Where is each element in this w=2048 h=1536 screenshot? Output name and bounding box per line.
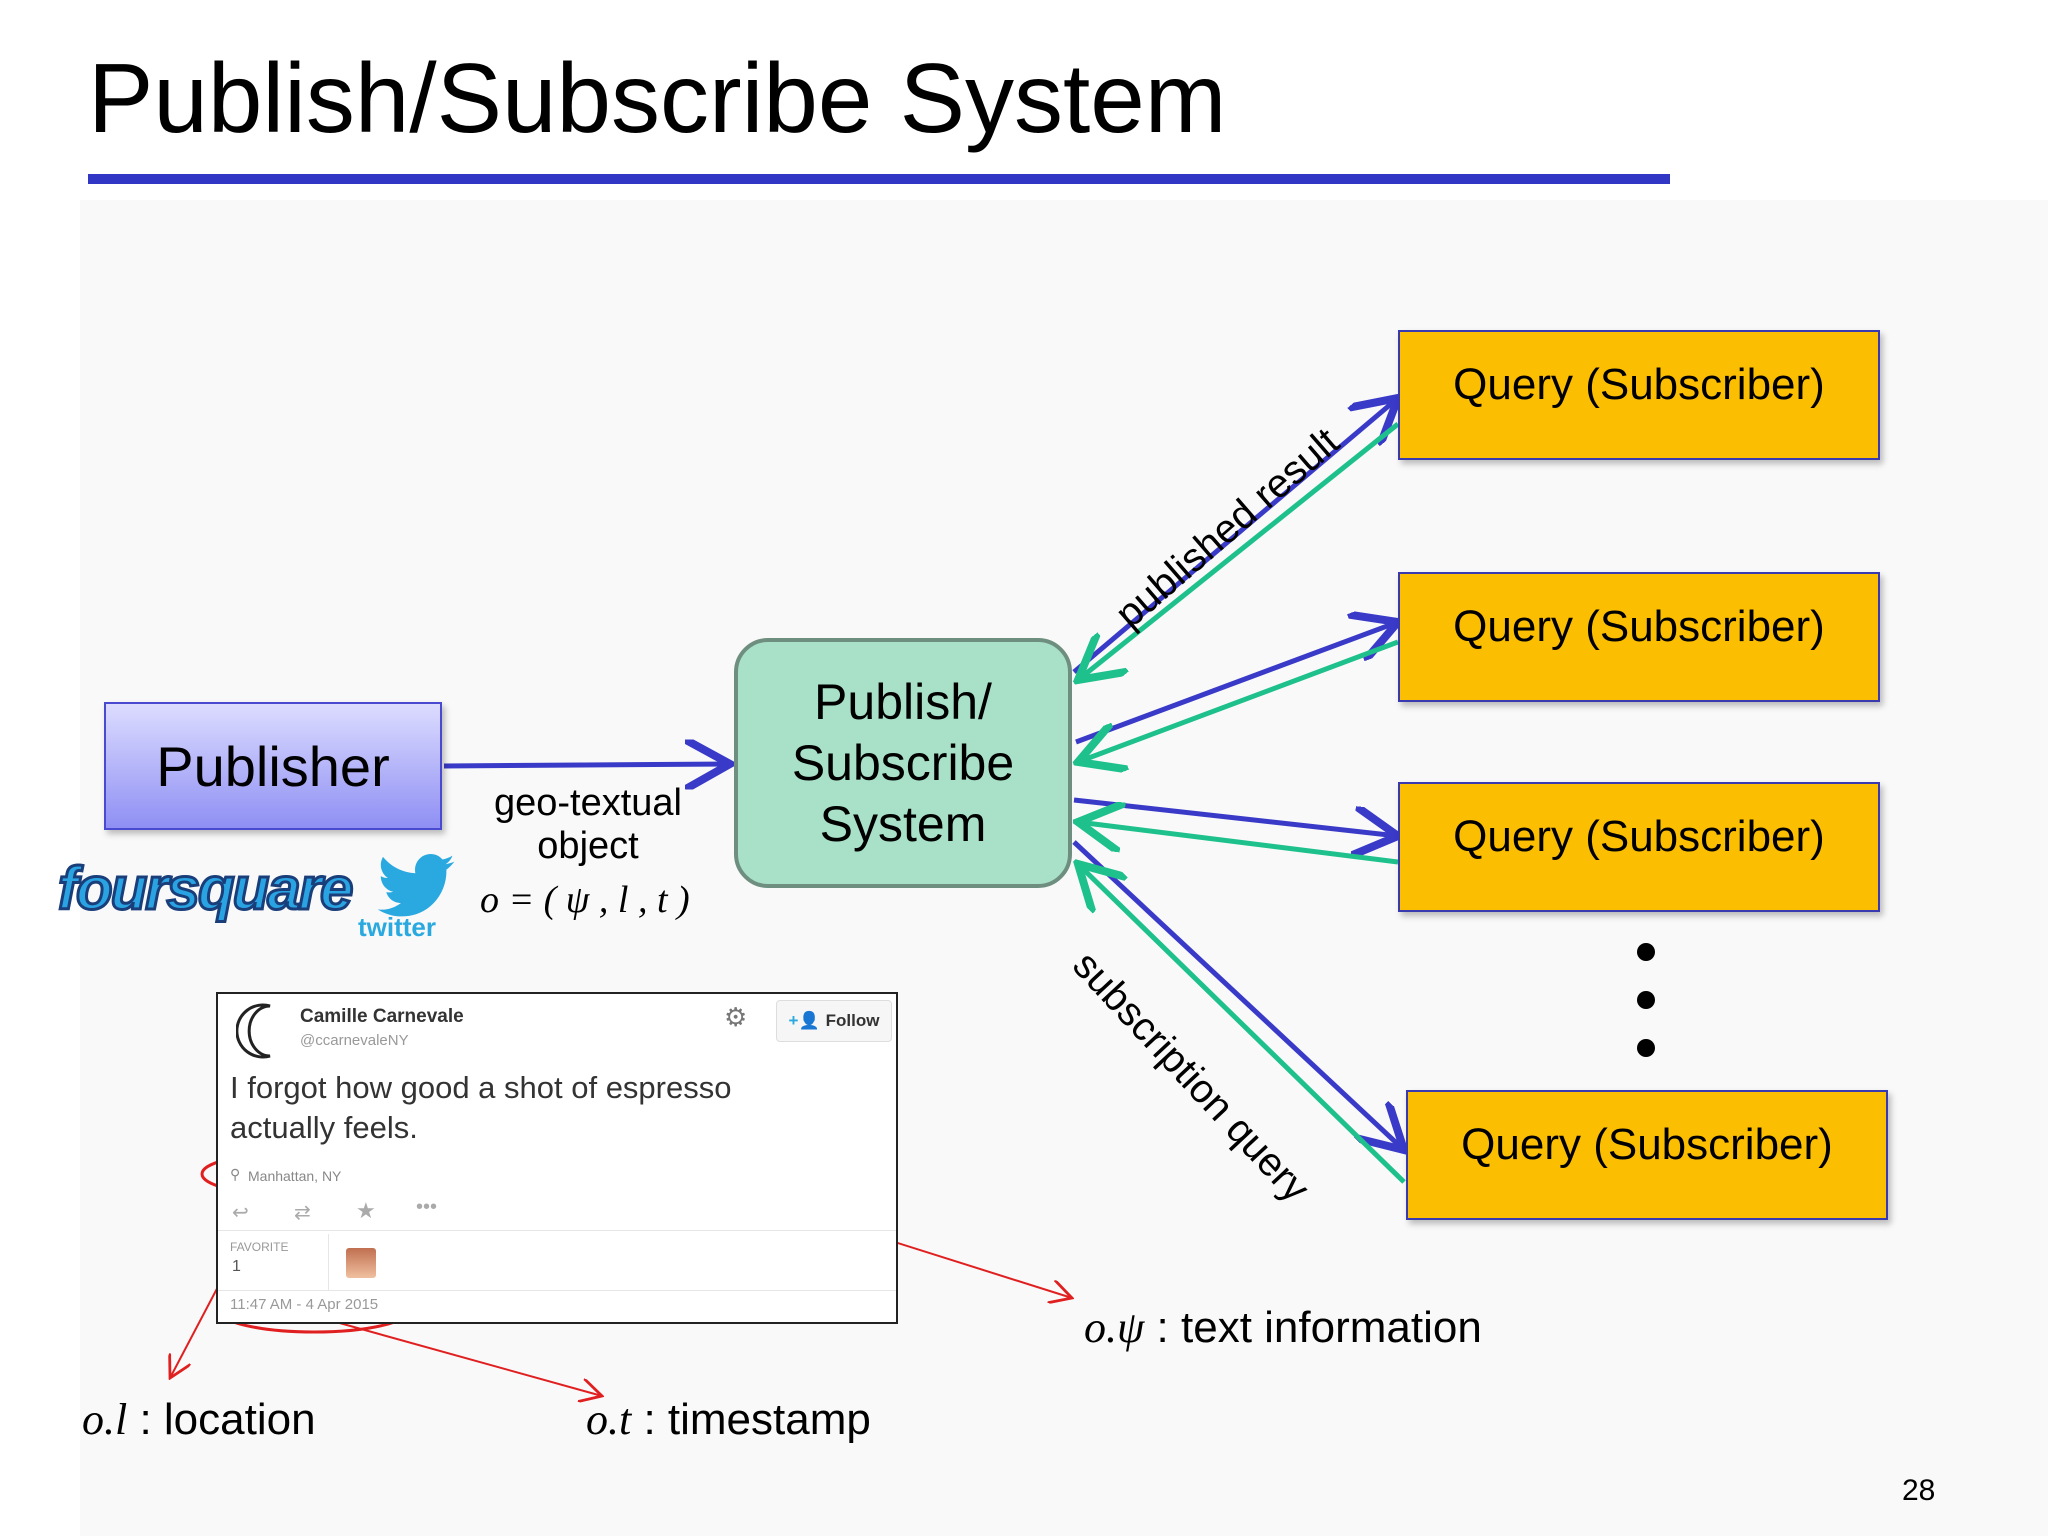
twitter-wordmark: twitter — [358, 912, 436, 942]
query-arrow-3 — [1078, 822, 1399, 865]
text-annotation: o.ψ : text information — [1084, 1302, 1482, 1353]
subscriber-label: Query (Subscriber) — [1453, 812, 1825, 861]
follow-label: Follow — [825, 1011, 880, 1030]
location-annotation: o.l : location — [82, 1394, 316, 1445]
result-arrow-4 — [1072, 840, 1404, 1150]
result-arrow-3 — [1073, 797, 1398, 836]
favorite-count: 1 — [232, 1258, 241, 1275]
tweet-author-name: Camille Carnevale — [300, 1006, 464, 1027]
result-arrow-1 — [1072, 398, 1398, 674]
follow-button[interactable]: +👤 Follow — [776, 1000, 892, 1042]
subscriber-box: Query (Subscriber) — [1398, 572, 1880, 702]
reply-icon[interactable]: ↩ — [232, 1202, 249, 1224]
query-arrow-4 — [1078, 864, 1406, 1184]
subscriber-box: Query (Subscriber) — [1398, 782, 1880, 912]
timestamp-annotation: o.t : timestamp — [586, 1394, 871, 1445]
tweet-location: Manhattan, NY — [248, 1168, 342, 1184]
favorite-star-icon[interactable]: ★ — [356, 1198, 376, 1223]
publisher-label: Publisher — [156, 734, 390, 798]
divider — [218, 1290, 896, 1291]
publisher-box: Publisher — [104, 702, 442, 830]
tweet-text-line1: I forgot how good a shot of espresso — [230, 1070, 732, 1105]
location-symbol: o.l — [82, 1395, 128, 1444]
geo-textual-label: geo-textual object — [488, 782, 688, 868]
more-icon[interactable]: ••• — [416, 1196, 438, 1218]
pubsub-system-box: Publish/ Subscribe System — [734, 638, 1072, 888]
timestamp-text: : timestamp — [631, 1395, 871, 1444]
twitter-logo — [376, 854, 456, 923]
add-user-icon: +👤 — [788, 1011, 820, 1030]
text-symbol: o.ψ — [1084, 1303, 1145, 1352]
subscriber-label: Query (Subscriber) — [1453, 360, 1825, 409]
retweet-icon[interactable]: ⇄ — [294, 1202, 311, 1224]
subscriber-label: Query (Subscriber) — [1461, 1120, 1833, 1169]
favoriter-avatar[interactable] — [346, 1248, 376, 1278]
text-text: : text information — [1144, 1303, 1482, 1352]
result-arrow-2 — [1075, 622, 1398, 745]
title-underline — [88, 174, 1670, 184]
foursquare-logo: foursquare — [56, 854, 354, 924]
pubsub-label-line3: System — [819, 795, 987, 852]
geo-label-line1: geo-textual — [493, 782, 682, 824]
divider — [218, 1230, 896, 1231]
pubsub-label-line1: Publish/ — [814, 673, 992, 730]
tweet-card: Camille Carnevale @ccarnevaleNY ⚙ +👤 Fol… — [216, 992, 898, 1324]
ellipsis-dot — [1637, 943, 1655, 961]
tweet-timestamp: 11:47 AM - 4 Apr 2015 — [230, 1296, 379, 1313]
gear-icon[interactable]: ⚙ — [724, 1002, 748, 1032]
subscriber-box: Query (Subscriber) — [1406, 1090, 1888, 1220]
location-pin-icon: ⚲ — [230, 1166, 241, 1182]
page-number: 28 — [1902, 1474, 1936, 1507]
timestamp-pointer — [299, 1311, 602, 1396]
location-text: : location — [127, 1395, 316, 1444]
geo-formula: o = ( ψ , l , t ) — [480, 879, 690, 921]
pubsub-label-line2: Subscribe — [791, 734, 1015, 791]
ellipsis-dot — [1637, 1039, 1655, 1057]
moon-avatar-icon — [236, 1003, 271, 1059]
timestamp-symbol: o.t — [586, 1395, 632, 1444]
twitter-bird-icon — [377, 854, 455, 917]
query-arrow-1 — [1078, 422, 1400, 680]
subscriber-box: Query (Subscriber) — [1398, 330, 1880, 460]
tweet-text-line2: actually feels. — [230, 1110, 418, 1145]
divider — [328, 1234, 329, 1290]
query-arrow-2 — [1078, 639, 1399, 762]
slide-title: Publish/Subscribe System — [88, 43, 1227, 153]
publisher-to-system-arrow — [443, 764, 730, 766]
geo-label-line2: object — [537, 825, 639, 867]
subscriber-label: Query (Subscriber) — [1453, 602, 1825, 651]
ellipsis-dot — [1637, 991, 1655, 1009]
tweet-author-handle: @ccarnevaleNY — [300, 1032, 409, 1049]
favorite-label: FAVORITE — [230, 1240, 289, 1254]
